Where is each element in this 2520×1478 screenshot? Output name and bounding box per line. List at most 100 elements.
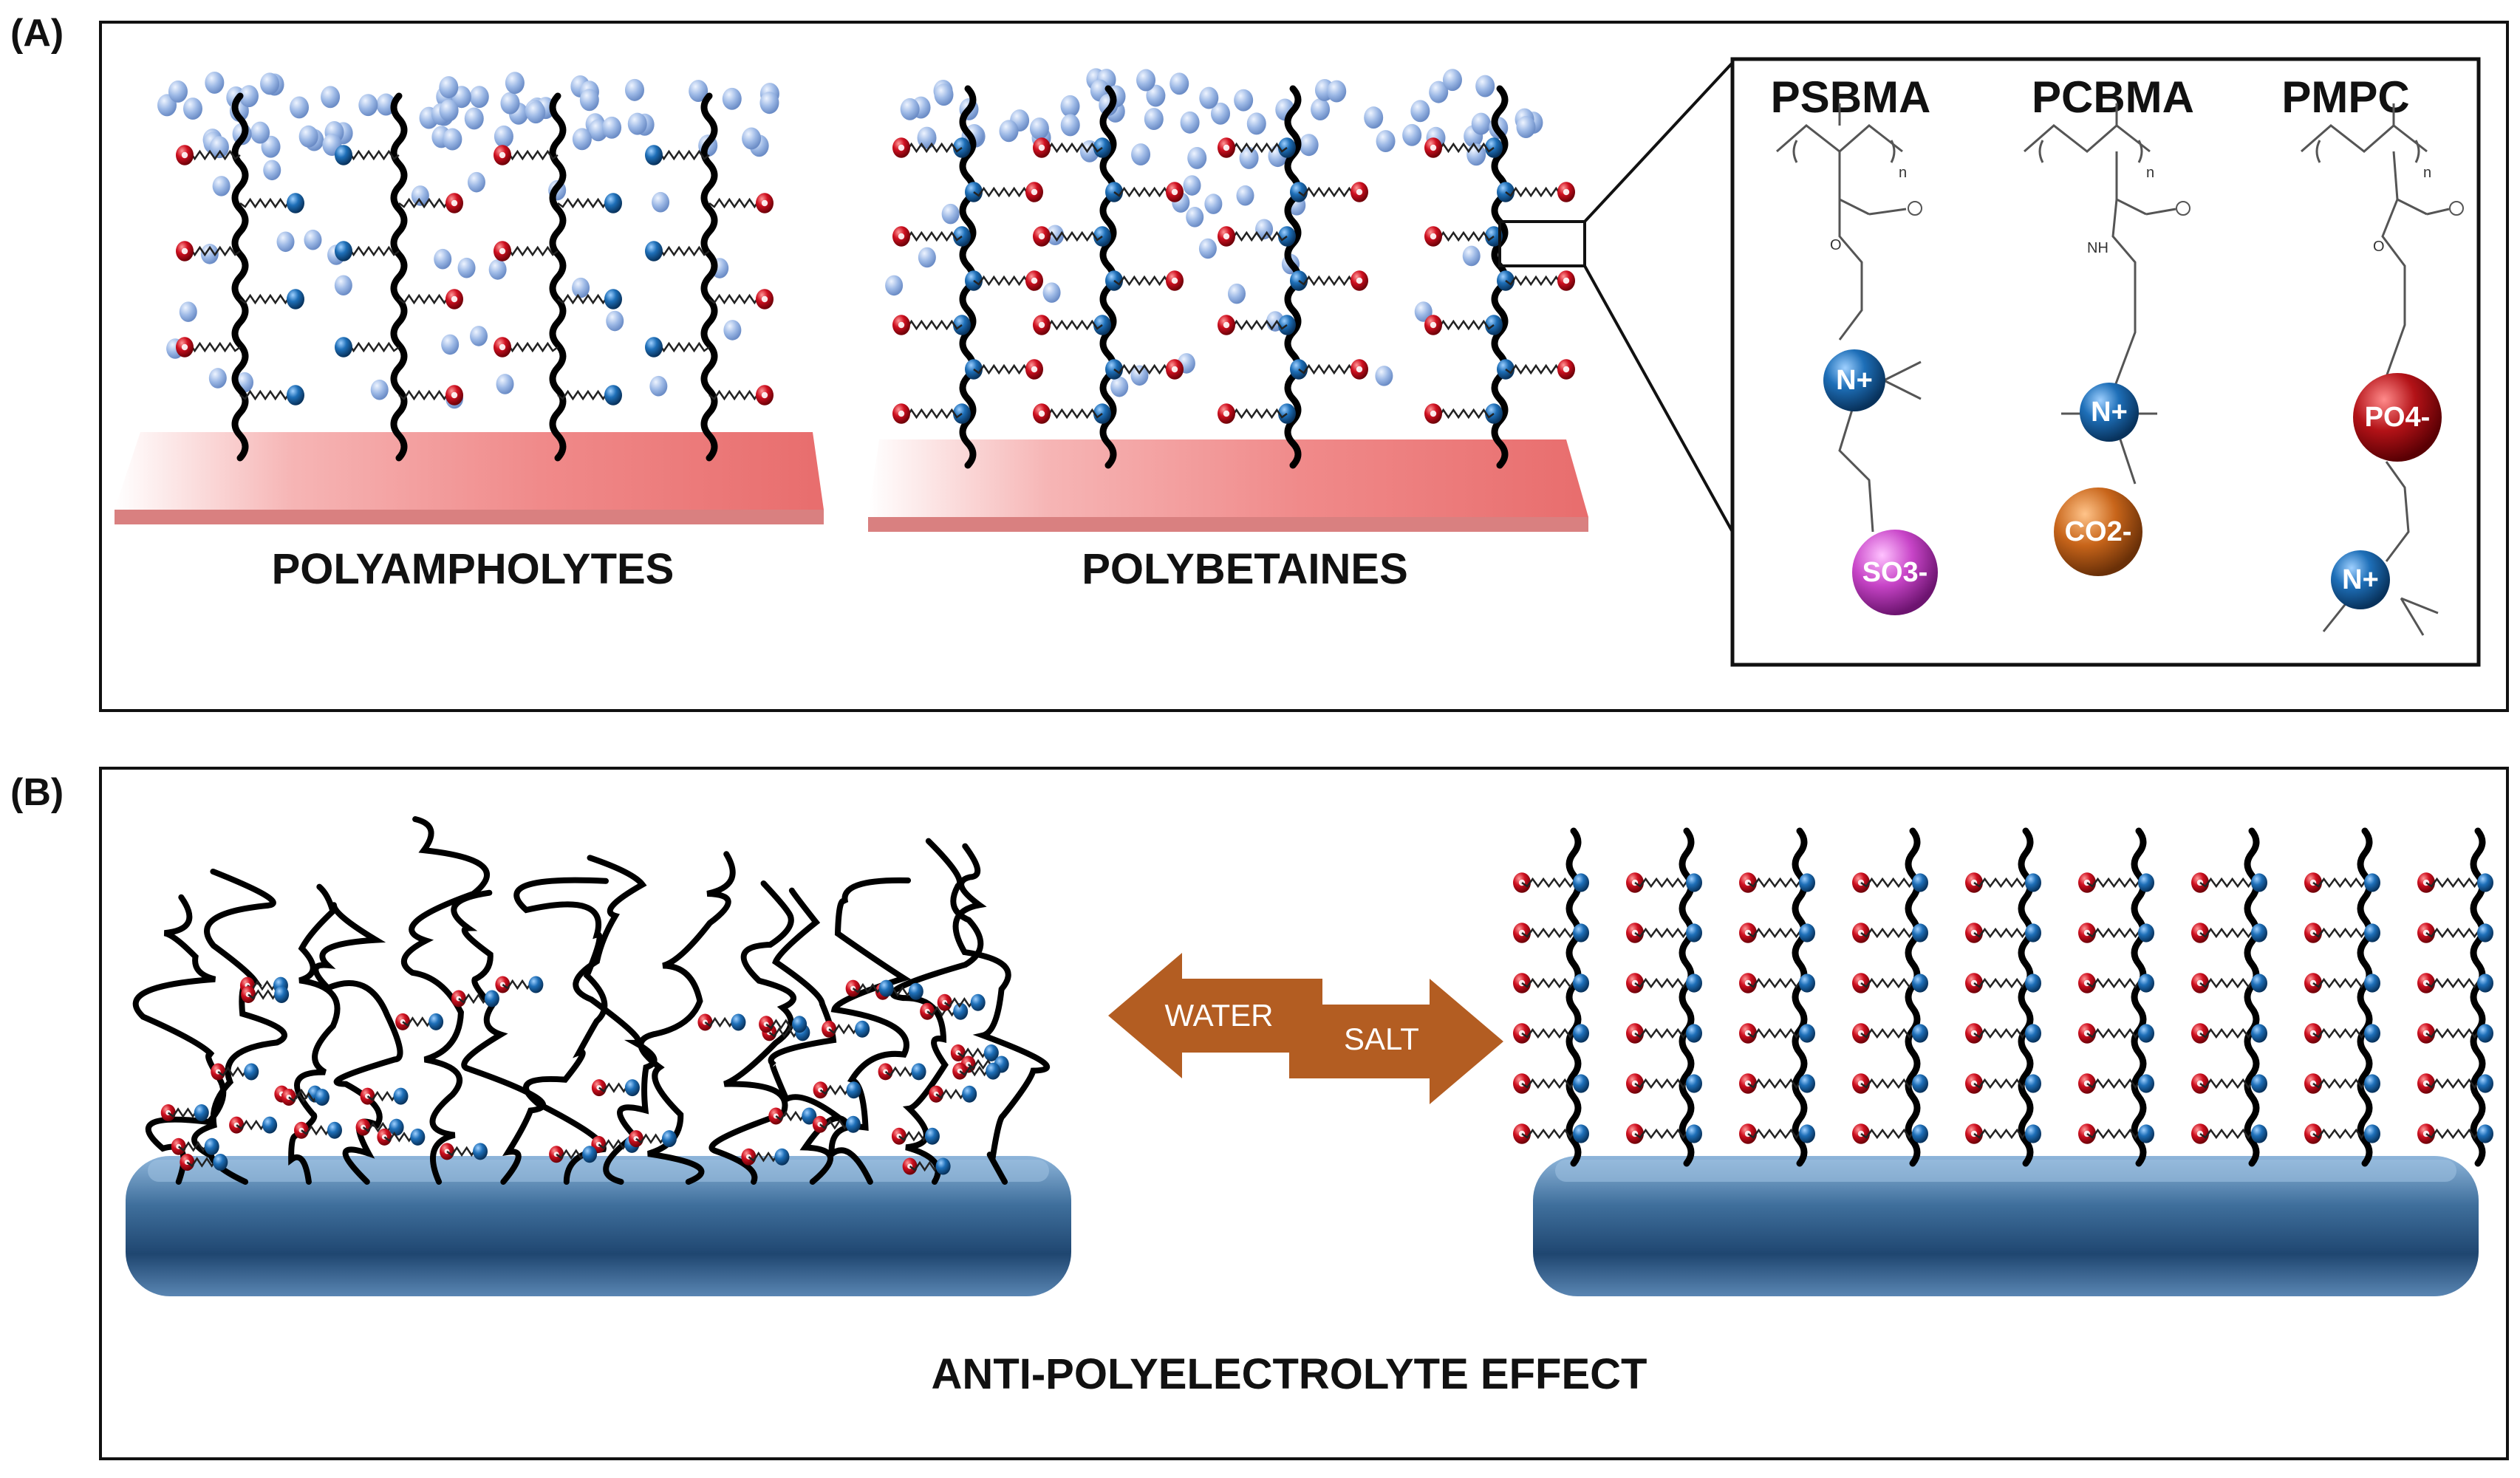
cation-bead <box>2477 974 2493 993</box>
spacer-spring <box>2425 1027 2487 1039</box>
cation-bead <box>2251 1074 2267 1093</box>
counterion-bead <box>1414 301 1433 322</box>
panel-b-frame <box>99 767 2509 1460</box>
cation-bead <box>908 982 923 1000</box>
anion-bead-mark <box>761 199 768 207</box>
spacer-spring <box>2086 927 2148 939</box>
spacer-spring <box>183 245 241 257</box>
spacer-spring <box>1432 230 1495 242</box>
counterion-bead <box>602 116 622 139</box>
collapsed-chain <box>288 883 341 1185</box>
cation-bead <box>1573 923 1589 942</box>
counterion-bead <box>496 374 514 394</box>
spacer-spring <box>236 1119 267 1131</box>
counterion-bead <box>1029 117 1049 140</box>
counterion-bead <box>1144 108 1164 131</box>
spacer-spring <box>1040 319 1103 331</box>
water-salt-arrows[interactable]: WATER SALT <box>1108 953 1503 1104</box>
anion-bead-mark <box>761 295 768 303</box>
spacer-spring <box>768 1027 800 1039</box>
spacer-spring <box>1040 408 1103 420</box>
cation-bead <box>410 1128 426 1146</box>
counterion-bead <box>526 101 546 124</box>
panel-a-frame <box>99 21 2509 712</box>
salt-arrow[interactable] <box>1289 979 1503 1104</box>
cation-bead <box>1686 1074 1702 1093</box>
counterion-bead <box>1410 100 1430 123</box>
counterion-bead <box>212 176 231 196</box>
anion-bead-mark <box>1171 277 1178 284</box>
cation-bead <box>731 1013 746 1031</box>
spacer-spring <box>898 1130 929 1142</box>
cation-bead <box>2025 873 2041 892</box>
counterion-bead <box>999 120 1019 143</box>
cation-bead <box>2138 1074 2154 1093</box>
spacer-spring <box>1298 363 1361 375</box>
counterion-bead <box>1239 146 1259 169</box>
spacer-spring <box>2199 1128 2261 1140</box>
cation-bead <box>484 990 499 1007</box>
polyampholyte-brush <box>157 71 779 462</box>
spacer-spring <box>909 1160 940 1172</box>
collapsed-chain <box>401 816 490 1185</box>
spacer-spring <box>1634 1078 1696 1089</box>
spacer-spring <box>1113 275 1176 287</box>
cation-bead <box>1912 1024 1928 1043</box>
cation-bead <box>2138 923 2154 942</box>
anion-bead-mark <box>1038 321 1045 329</box>
counterion-bead <box>488 259 507 280</box>
cation-bead <box>314 1089 329 1106</box>
spacer-spring <box>1973 1128 2035 1140</box>
cation-bead <box>335 241 352 261</box>
cation-bead <box>1573 974 1589 993</box>
pcbma-structure: PCBMA n NH N+ CO2- <box>2024 72 2194 576</box>
cation-bead <box>1799 1124 1815 1143</box>
cation-bead <box>970 993 986 1011</box>
counterion-bead <box>358 94 378 117</box>
anion-bead-mark <box>451 199 458 207</box>
spacer-spring <box>2086 977 2148 989</box>
cation-bead <box>274 985 290 1003</box>
counterion-bead <box>1042 282 1061 303</box>
collapsed-brush <box>132 816 1051 1185</box>
anion-bead-mark <box>1356 277 1363 284</box>
counterion-bead <box>457 257 476 278</box>
counterion-bead <box>1299 134 1319 157</box>
counterion-bead <box>276 231 295 253</box>
spacer-spring <box>1860 1078 1922 1089</box>
spacer-spring <box>458 993 489 1005</box>
spacer-spring <box>1521 927 1582 939</box>
spacer-spring <box>1747 877 1809 889</box>
counterion-bead <box>1375 366 1393 386</box>
cation-bead <box>262 1116 278 1134</box>
water-label: WATER <box>1165 998 1274 1033</box>
counterion-bead <box>1376 130 1396 153</box>
spacer-spring <box>1521 1128 1582 1140</box>
cation-bead <box>2364 1024 2380 1043</box>
cation-bead <box>287 385 304 406</box>
water-arrow[interactable] <box>1108 953 1322 1078</box>
cation-bead <box>792 1016 807 1033</box>
counterion-bead <box>1204 194 1223 214</box>
counterion-bead <box>1211 102 1231 125</box>
anion-bead-mark <box>1430 144 1437 151</box>
counterion-bead <box>208 368 227 389</box>
counterion-bead <box>1311 98 1331 121</box>
cation-bead <box>855 1020 870 1038</box>
spacer-spring <box>1505 186 1568 198</box>
spacer-spring <box>598 1082 629 1093</box>
spacer-spring <box>1860 1128 1922 1140</box>
cation-bead <box>327 1121 342 1139</box>
spacer-spring <box>383 1132 415 1143</box>
cation-bead <box>1912 1124 1928 1143</box>
counterion-bead <box>1246 112 1266 135</box>
cation-bead <box>802 1107 817 1125</box>
counterion-bead <box>263 160 281 181</box>
spacer-spring <box>598 1139 629 1150</box>
extended-brush <box>1513 827 2493 1167</box>
cation-bead <box>213 1154 228 1171</box>
counterion-bead <box>260 72 280 95</box>
spacer-spring <box>1505 275 1568 287</box>
cation-bead <box>582 1146 598 1163</box>
